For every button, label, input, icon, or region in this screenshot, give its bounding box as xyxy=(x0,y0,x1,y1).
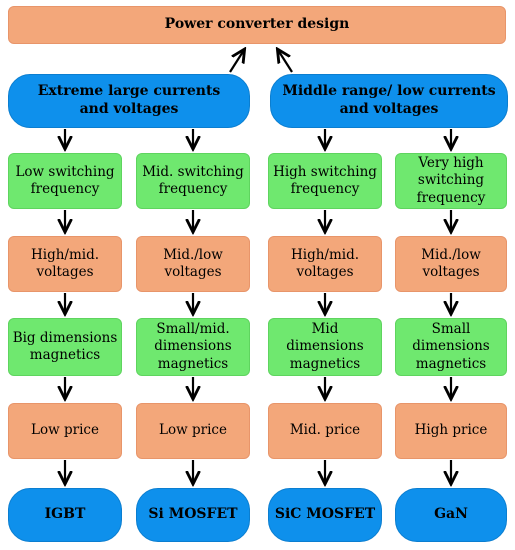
voltage-label: Mid./low voltages xyxy=(421,246,481,280)
frequency-node: Low switching frequency xyxy=(8,153,122,209)
device-node: Si MOSFET xyxy=(136,488,250,542)
voltage-node: Mid./low voltages xyxy=(136,236,250,292)
group-node-middle: Middle range/ low currents and voltages xyxy=(270,74,508,128)
device-node: GaN xyxy=(395,488,507,542)
price-node: Low price xyxy=(8,403,122,459)
price-node: High price xyxy=(395,403,507,459)
voltage-node: Mid./low voltages xyxy=(395,236,507,292)
title-box: Power converter design xyxy=(8,6,506,44)
price-node: Mid. price xyxy=(268,403,382,459)
magnetics-node: Mid dimensions magnetics xyxy=(268,318,382,376)
magnetics-label: Mid dimensions magnetics xyxy=(286,321,364,372)
magnetics-node: Small dimensions magnetics xyxy=(395,318,507,376)
price-label: Mid. price xyxy=(289,422,361,439)
arrow-to-title xyxy=(278,50,293,73)
arrow-to-title xyxy=(229,50,244,73)
device-label: GaN xyxy=(434,506,468,523)
title-text: Power converter design xyxy=(164,16,350,33)
device-node: IGBT xyxy=(8,488,122,542)
voltage-node: High/mid. voltages xyxy=(268,236,382,292)
frequency-label: Low switching frequency xyxy=(15,163,115,197)
device-label: IGBT xyxy=(44,506,86,523)
magnetics-label: Big dimensions magnetics xyxy=(12,329,118,363)
price-node: Low price xyxy=(136,403,250,459)
device-label: Si MOSFET xyxy=(148,506,238,523)
frequency-label: Mid. switching frequency xyxy=(142,163,244,197)
frequency-label: High switching frequency xyxy=(273,163,377,197)
price-label: Low price xyxy=(31,422,99,439)
voltage-label: Mid./low voltages xyxy=(163,246,223,280)
group-node-large: Extreme large currents and voltages xyxy=(8,74,250,128)
magnetics-label: Small/mid. dimensions magnetics xyxy=(154,321,232,372)
magnetics-node: Small/mid. dimensions magnetics xyxy=(136,318,250,376)
voltage-label: High/mid. voltages xyxy=(290,246,360,280)
price-label: Low price xyxy=(159,422,227,439)
frequency-node: Mid. switching frequency xyxy=(136,153,250,209)
device-label: SiC MOSFET xyxy=(274,506,376,523)
magnetics-label: Small dimensions magnetics xyxy=(412,321,490,372)
voltage-node: High/mid. voltages xyxy=(8,236,122,292)
voltage-label: High/mid. voltages xyxy=(30,246,100,280)
frequency-node: High switching frequency xyxy=(268,153,382,209)
group-label-large: Extreme large currents and voltages xyxy=(37,83,221,117)
frequency-label: Very high switching frequency xyxy=(416,155,486,206)
price-label: High price xyxy=(414,422,488,439)
frequency-node: Very high switching frequency xyxy=(395,153,507,209)
magnetics-node: Big dimensions magnetics xyxy=(8,318,122,376)
group-label-middle: Middle range/ low currents and voltages xyxy=(282,83,496,117)
device-node: SiC MOSFET xyxy=(268,488,382,542)
